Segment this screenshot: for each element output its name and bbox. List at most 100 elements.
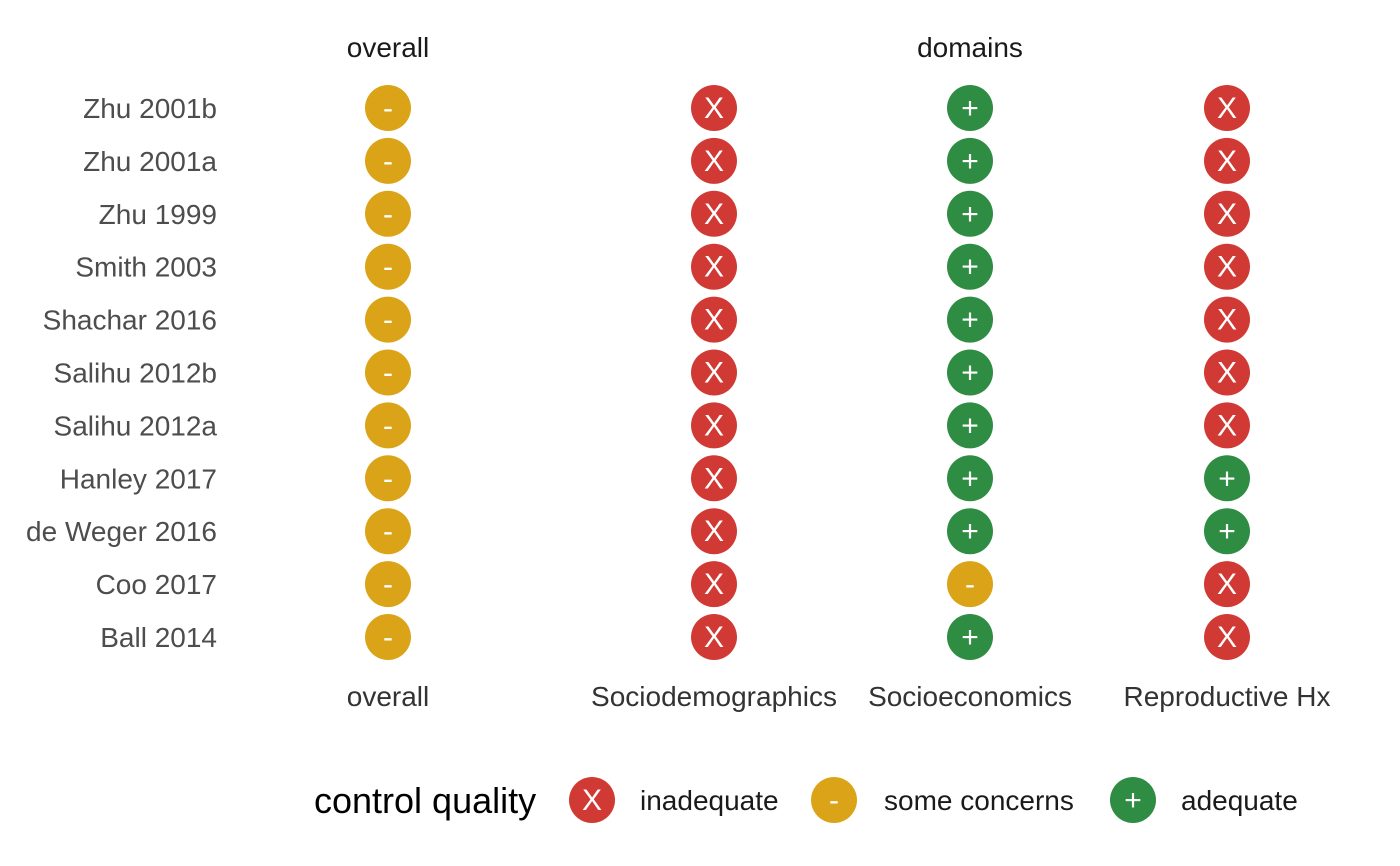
rating-circle [1204, 349, 1250, 396]
rating-circle [947, 349, 993, 396]
rating-circle [1204, 243, 1250, 290]
rating-mark-de-weger-2016-sociodemographics-inadequate: X [691, 508, 737, 555]
rating-mark-shachar-2016-overall-some-concerns: - [365, 296, 411, 343]
rating-circle [365, 137, 411, 184]
rating-circle [947, 402, 993, 449]
rating-circle [1204, 614, 1250, 660]
rating-symbol: X [704, 251, 724, 284]
rating-circle [691, 243, 737, 290]
rating-symbol: - [383, 198, 393, 231]
rating-symbol: X [704, 515, 724, 548]
rating-symbol: X [704, 145, 724, 178]
rating-symbol: + [961, 515, 979, 548]
rating-symbol: - [383, 145, 393, 178]
rating-symbol: - [383, 409, 393, 442]
rating-mark-smith-2003-sociodemographics-inadequate: X [691, 243, 737, 290]
rating-mark-ball-2014-overall-some-concerns: - [365, 614, 411, 660]
rating-symbol: + [961, 304, 979, 337]
rating-mark-coo-2017-socioeconomics-some-concerns: - [947, 561, 993, 608]
rating-mark-salihu-2012a-sociodemographics-inadequate: X [691, 402, 737, 449]
rating-mark-smith-2003-reproductive-hx-inadequate: X [1204, 243, 1250, 290]
rating-mark-zhu-2001a-overall-some-concerns: - [365, 137, 411, 184]
rating-symbol: X [1217, 621, 1237, 654]
rating-symbol: + [961, 462, 979, 495]
rating-circle [1204, 455, 1250, 502]
legend-key-symbol: X [582, 784, 602, 817]
rating-mark-zhu-1999-overall-some-concerns: - [365, 190, 411, 237]
rating-circle [365, 508, 411, 555]
rating-symbol: X [1217, 357, 1237, 390]
rating-circle [947, 508, 993, 555]
rating-circle [691, 137, 737, 184]
rating-mark-coo-2017-overall-some-concerns: - [365, 561, 411, 608]
study-label-shachar-2016: Shachar 2016 [43, 305, 217, 336]
rating-mark-ball-2014-sociodemographics-inadequate: X [691, 614, 737, 660]
rating-circle [1204, 296, 1250, 343]
rating-circle [365, 296, 411, 343]
rating-mark-salihu-2012b-reproductive-hx-inadequate: X [1204, 349, 1250, 396]
rating-symbol: - [383, 251, 393, 284]
rating-mark-zhu-2001a-socioeconomics-adequate: + [947, 137, 993, 184]
rating-circle [947, 85, 993, 131]
rating-mark-hanley-2017-sociodemographics-inadequate: X [691, 455, 737, 502]
rating-circle [365, 349, 411, 396]
rating-symbol: X [1217, 409, 1237, 442]
rating-circle [947, 561, 993, 608]
rating-symbol: + [961, 621, 979, 654]
column-label-socioeconomics: Socioeconomics [868, 681, 1072, 712]
rating-symbol: X [1217, 251, 1237, 284]
rating-symbol: X [704, 304, 724, 337]
rating-mark-zhu-1999-reproductive-hx-inadequate: X [1204, 190, 1250, 237]
study-label-smith-2003: Smith 2003 [75, 252, 217, 283]
rating-mark-de-weger-2016-reproductive-hx-adequate: + [1204, 508, 1250, 555]
rating-symbol: + [961, 357, 979, 390]
rating-mark-salihu-2012a-overall-some-concerns: - [365, 402, 411, 449]
rating-symbol: X [704, 462, 724, 495]
rating-symbol: X [704, 568, 724, 601]
rating-circle [365, 455, 411, 502]
rating-circle [947, 190, 993, 237]
rating-mark-zhu-2001b-sociodemographics-inadequate: X [691, 85, 737, 131]
rating-mark-coo-2017-sociodemographics-inadequate: X [691, 561, 737, 608]
rating-circle [691, 508, 737, 555]
legend-label: inadequate [640, 785, 779, 816]
rating-circle [691, 85, 737, 131]
rating-mark-zhu-2001a-sociodemographics-inadequate: X [691, 137, 737, 184]
legend-label: some concerns [884, 785, 1074, 816]
rating-circle [691, 190, 737, 237]
rating-circle [365, 243, 411, 290]
rating-symbol: - [383, 304, 393, 337]
column-label-sociodemographics: Sociodemographics [591, 681, 837, 712]
study-label-zhu-2001a: Zhu 2001a [83, 146, 217, 177]
rating-mark-de-weger-2016-overall-some-concerns: - [365, 508, 411, 555]
rating-mark-salihu-2012b-sociodemographics-inadequate: X [691, 349, 737, 396]
rating-mark-hanley-2017-overall-some-concerns: - [365, 455, 411, 502]
rating-symbol: X [704, 92, 724, 125]
rating-symbol: - [383, 568, 393, 601]
rating-mark-shachar-2016-sociodemographics-inadequate: X [691, 296, 737, 343]
rating-circle [1204, 561, 1250, 608]
rating-circle [947, 137, 993, 184]
study-label-hanley-2017: Hanley 2017 [60, 463, 217, 494]
rating-mark-zhu-1999-socioeconomics-adequate: + [947, 190, 993, 237]
legend-key-symbol: + [1124, 784, 1142, 817]
rating-circle [691, 402, 737, 449]
rating-symbol: X [1217, 304, 1237, 337]
rating-mark-salihu-2012a-reproductive-hx-inadequate: X [1204, 402, 1250, 449]
study-label-salihu-2012a: Salihu 2012a [54, 410, 218, 441]
rating-symbol: + [1218, 462, 1236, 495]
rating-circle [947, 614, 993, 660]
rating-mark-salihu-2012b-socioeconomics-adequate: + [947, 349, 993, 396]
legend-key-symbol: - [829, 784, 839, 817]
legend-key-circle [569, 777, 615, 823]
rating-mark-smith-2003-overall-some-concerns: - [365, 243, 411, 290]
rating-circle [947, 455, 993, 502]
study-label-de-weger-2016: de Weger 2016 [26, 516, 217, 547]
study-label-ball-2014: Ball 2014 [100, 622, 217, 653]
column-label-overall: overall [347, 681, 429, 712]
rating-circle [691, 561, 737, 608]
rating-circle [365, 85, 411, 131]
